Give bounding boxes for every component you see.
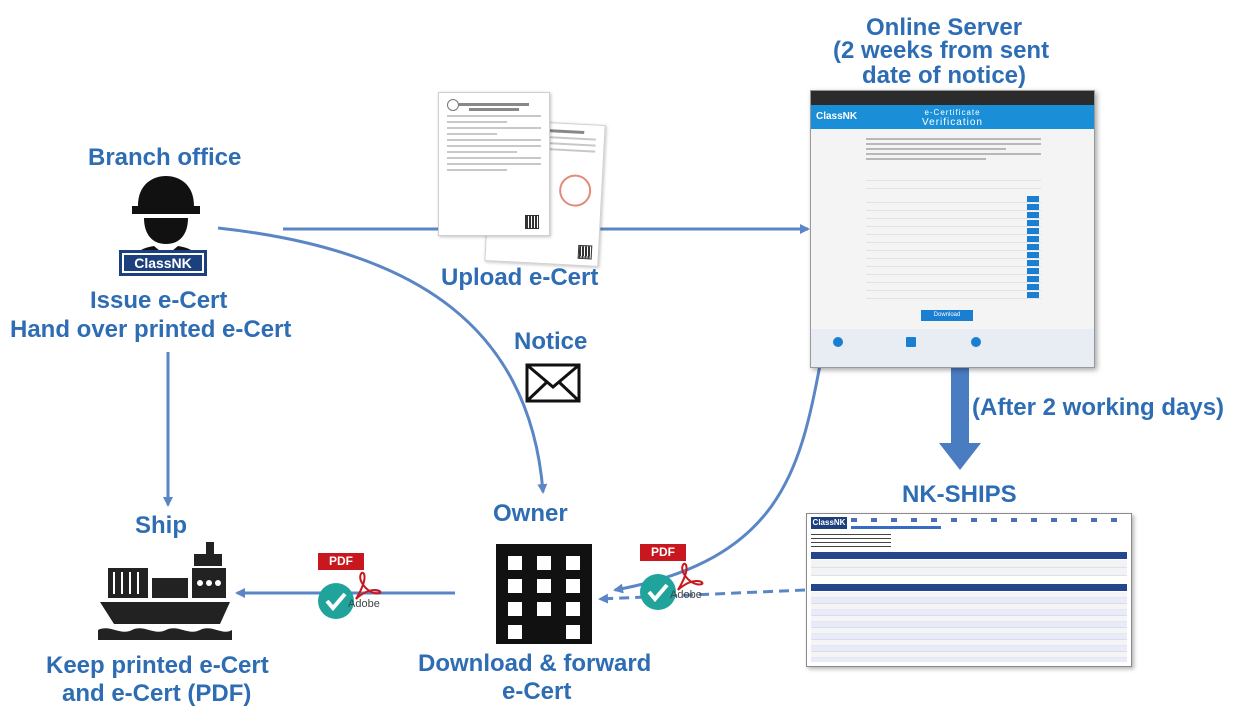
online-server-note-line2: date of notice) xyxy=(862,62,1027,89)
chat-icon xyxy=(833,337,843,347)
browser-header: ClassNK e-Certificate Verification xyxy=(811,105,1094,129)
nk-ships-ship-info xyxy=(811,534,891,548)
nk-ships-table-header-2 xyxy=(811,584,1127,591)
keep-label-line1: Keep printed e-Cert xyxy=(46,652,269,679)
nk-ships-nav-icons xyxy=(851,518,1121,522)
browser-title-line1: e-Certificate xyxy=(924,108,981,117)
classnk-logo-text: ClassNK xyxy=(124,255,202,271)
keep-label-line2: and e-Cert (PDF) xyxy=(62,680,252,707)
issue-ecert-label: Issue e-Cert xyxy=(90,287,228,314)
check-icon xyxy=(640,574,676,610)
branch-office-label: Branch office xyxy=(88,144,242,171)
arrow-branch-to-owner xyxy=(217,226,548,494)
online-server-note-line1: (2 weeks from sent xyxy=(833,37,1050,64)
browser-download-button[interactable]: Download xyxy=(921,310,973,321)
hand-over-label: Hand over printed e-Cert xyxy=(10,316,292,343)
adobe-text: Adobe xyxy=(348,598,380,610)
ship-label: Ship xyxy=(135,512,187,539)
online-server-title: Online Server xyxy=(866,14,1023,41)
info-icon xyxy=(971,337,981,347)
nk-ships-table-rows xyxy=(811,560,1127,576)
browser-chrome xyxy=(811,91,1094,105)
nk-ships-table-header xyxy=(811,552,1127,559)
arrow-server-to-nkships xyxy=(939,366,981,470)
online-server-screenshot: ClassNK e-Certificate Verification Downl… xyxy=(810,90,1095,368)
certificate-document-front xyxy=(438,92,550,236)
classnk-logo-badge: ClassNK xyxy=(119,250,207,276)
envelope-icon xyxy=(525,363,581,403)
owner-label: Owner xyxy=(493,500,568,527)
adobe-acrobat-icon xyxy=(677,562,704,591)
adobe-acrobat-icon xyxy=(355,571,382,600)
download-label-line1: Download & forward xyxy=(418,650,652,677)
browser-title-line2: Verification xyxy=(922,117,983,128)
arrow-nkships-to-owner xyxy=(598,588,806,604)
pdf-tag: PDF xyxy=(640,544,686,561)
download-label-line2: e-Cert xyxy=(502,678,572,705)
pdf-badge-owner: PDF Adobe xyxy=(640,544,710,614)
emblem-icon xyxy=(447,99,459,111)
seal-icon xyxy=(558,173,592,208)
pdf-tag: PDF xyxy=(318,553,364,570)
browser-footer xyxy=(811,329,1094,367)
arrow-server-to-owner xyxy=(613,364,822,594)
browser-classnk-logo: ClassNK xyxy=(816,111,858,122)
certificate-list xyxy=(866,135,1041,299)
nk-ships-screenshot: ClassNK xyxy=(806,513,1132,667)
after-days-label: (After 2 working days) xyxy=(972,394,1225,421)
nk-ships-classnk-logo: ClassNK xyxy=(811,517,847,529)
nk-ships-breadcrumb xyxy=(851,526,941,529)
qr-code-icon xyxy=(577,244,593,260)
adobe-text: Adobe xyxy=(670,589,702,601)
pdf-badge-ship: PDF Adobe xyxy=(318,553,388,623)
building-icon xyxy=(488,542,600,646)
document-icon xyxy=(906,337,916,347)
qr-code-icon xyxy=(525,215,539,229)
upload-ecert-label: Upload e-Cert xyxy=(441,264,599,291)
ship-icon xyxy=(98,540,232,640)
notice-label: Notice xyxy=(514,328,588,355)
nk-ships-label: NK-SHIPS xyxy=(902,481,1017,508)
check-icon xyxy=(318,583,354,619)
nk-ships-table-rows-2 xyxy=(811,592,1127,662)
